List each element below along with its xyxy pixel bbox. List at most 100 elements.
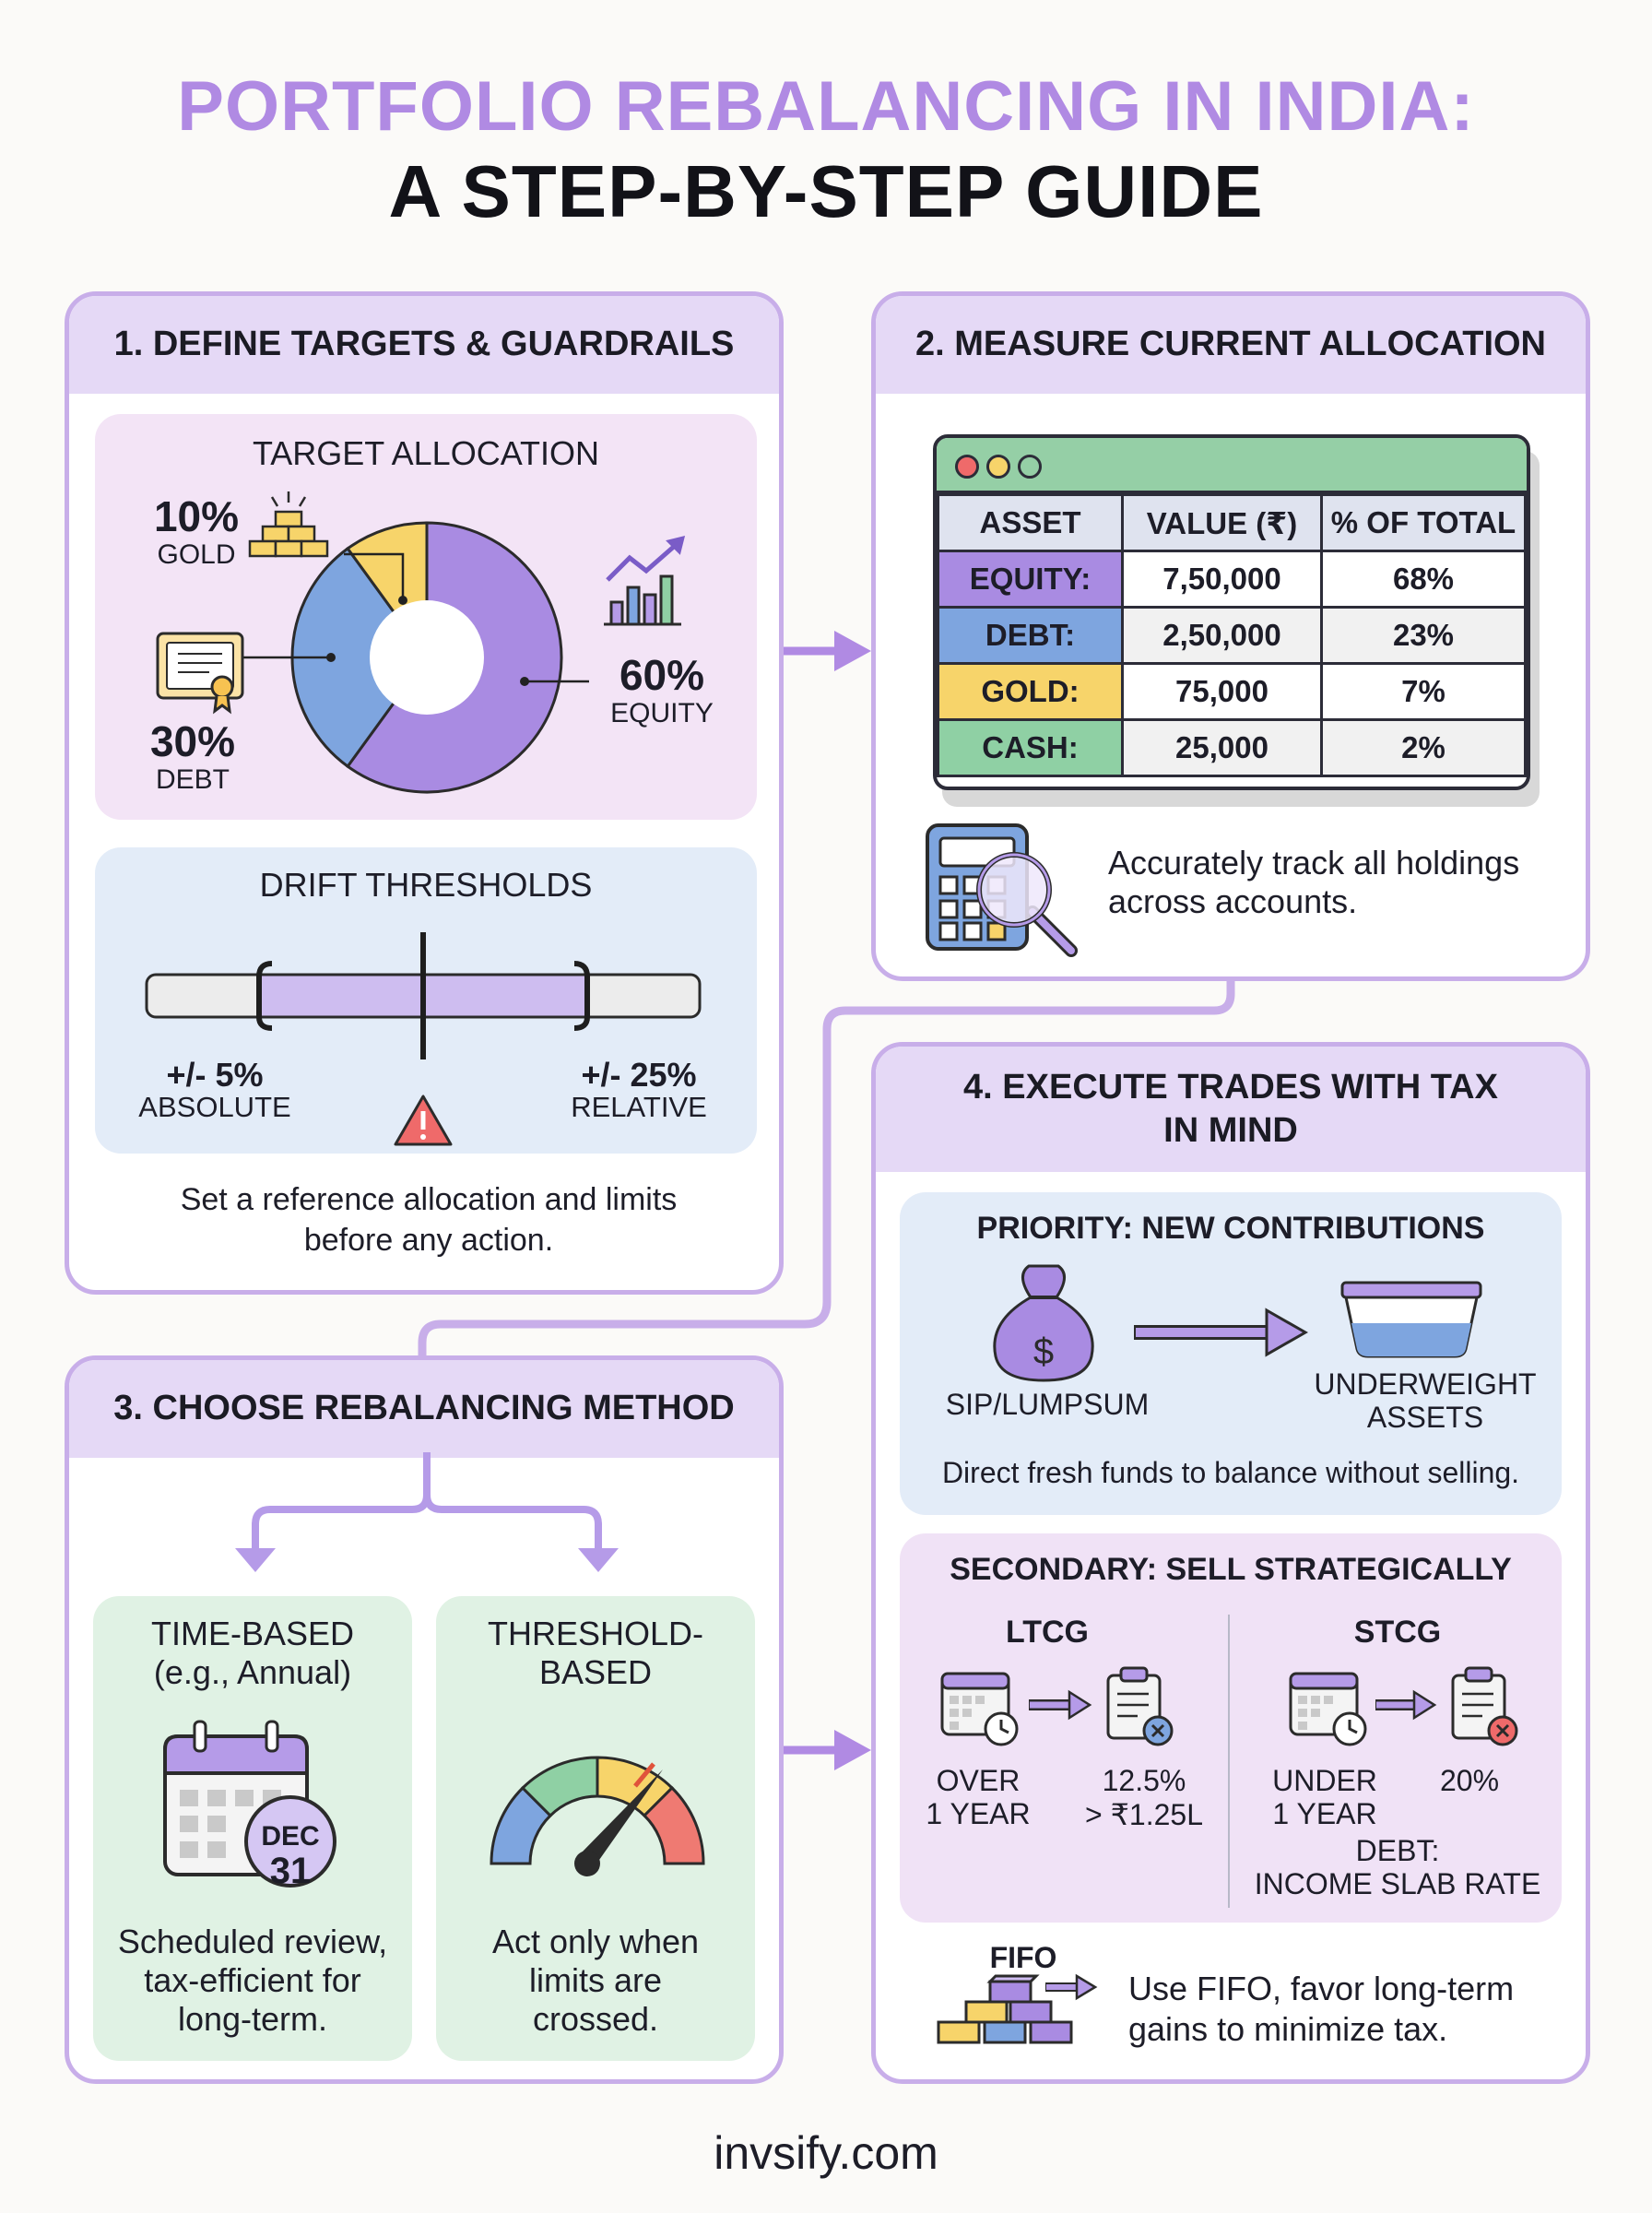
calculator-magnifier-icon [926, 823, 1078, 957]
page-title-line1: PORTFOLIO REBALANCING IN INDIA: [177, 67, 1475, 146]
target-allocation-box: TARGET ALLOCATION [95, 414, 757, 820]
step4-panel: 4. EXECUTE TRADES WITH TAX IN MIND PRIOR… [871, 1042, 1590, 2084]
percent-cell: 23% [1320, 606, 1527, 665]
underweight-basket-icon [1340, 1281, 1482, 1358]
threshold-based-caption-line: Act only when [491, 1923, 700, 1960]
drift-relative-value: +/- 25% [581, 1056, 697, 1094]
value-cell: 75,000 [1121, 662, 1323, 721]
ltcg-period-line2: 1 YEAR [926, 1797, 1031, 1830]
window-maximize-dot [1018, 455, 1042, 479]
flow-arrow [1265, 1308, 1309, 1357]
current-allocation-table: ASSET VALUE (₹) % OF TOTAL EQUITY: 7,50,… [937, 493, 1527, 777]
step1-panel: 1. DEFINE TARGETS & GUARDRAILS TARGET AL… [65, 291, 784, 1295]
stcg-title: STCG [1353, 1615, 1442, 1650]
window-close-dot [955, 455, 979, 479]
drift-thresholds-box: DRIFT THRESHOLDS +/- 5% ABSOLUTE +/- 25%… [95, 847, 757, 1154]
value-cell: 7,50,000 [1121, 550, 1323, 609]
fifo-caption-line1: Use FIFO, favor long-term [1128, 1970, 1515, 2007]
threshold-based-title-line1: THRESHOLD- [487, 1615, 704, 1652]
ltcg-stcg-divider [1228, 1615, 1230, 1908]
speedometer-icon [490, 1756, 705, 1876]
money-bag-icon: $ [993, 1264, 1094, 1382]
fifo-caption-line2: gains to minimize tax. [1128, 2010, 1448, 2048]
stcg-debt-line1: DEBT: [1355, 1834, 1440, 1867]
step1-caption: Set a reference allocation and limits be… [180, 1182, 678, 1258]
ltcg-title: LTCG [1005, 1615, 1089, 1650]
certificate-icon [156, 632, 244, 715]
ltcg-calendar-icon [940, 1672, 1019, 1746]
step2-panel: 2. MEASURE CURRENT ALLOCATION ASSET VALU… [871, 291, 1590, 981]
stcg-arrow [1375, 1689, 1437, 1721]
table-row: GOLD: 75,000 7% [937, 662, 1527, 721]
time-based-caption-line: tax-efficient for [144, 1961, 361, 1999]
footer-brand: invsify.com [714, 2127, 938, 2179]
step3-heading: 3. CHOOSE REBALANCING METHOD [69, 1360, 779, 1458]
threshold-based-caption-line: crossed. [532, 2000, 659, 2038]
stcg-tax-doc-icon [1451, 1666, 1518, 1746]
allocation-donut-chart [156, 491, 686, 794]
ltcg-rate-line2: > ₹1.25L [1084, 1798, 1203, 1831]
warning-icon [394, 1095, 453, 1146]
equity-label: EQUITY [610, 698, 714, 728]
asset-cell-cash: CASH: [937, 718, 1124, 777]
asset-cell-gold: GOLD: [937, 662, 1124, 721]
target-allocation-label: TARGET ALLOCATION [252, 434, 600, 472]
stcg-period-line2: 1 YEAR [1272, 1797, 1377, 1830]
asset-cell-equity: EQUITY: [937, 550, 1124, 609]
ltcg-rate-line1: 12.5% [1102, 1764, 1186, 1797]
priority-box: PRIORITY: NEW CONTRIBUTIONS $ SIP/LUMPSU… [900, 1192, 1562, 1515]
stcg-calendar-icon [1289, 1672, 1367, 1746]
window-titlebar [937, 438, 1527, 493]
threshold-based-title-line2: BASED [538, 1653, 653, 1691]
time-based-caption-line: long-term. [177, 2000, 328, 2038]
debt-label: DEBT [155, 764, 230, 795]
table-header-cell: % OF TOTAL [1320, 493, 1527, 552]
percent-cell: 2% [1320, 718, 1527, 777]
step4-heading: 4. EXECUTE TRADES WITH TAX IN MIND [876, 1047, 1586, 1172]
method-split-arrows [235, 1452, 619, 1572]
priority-label: PRIORITY: NEW CONTRIBUTIONS [976, 1211, 1485, 1246]
table-header-cell: ASSET [937, 493, 1124, 552]
fifo-label: FIFO [989, 1941, 1057, 1974]
table-header-cell: VALUE (₹) [1121, 493, 1323, 552]
asset-cell-debt: DEBT: [937, 606, 1124, 665]
table-row: DEBT: 2,50,000 23% [937, 606, 1527, 665]
ltcg-period-line1: OVER [936, 1764, 1021, 1797]
tax-timeline-icons [940, 1666, 1518, 1746]
value-cell: 25,000 [1121, 718, 1323, 777]
sip-lumpsum-label: SIP/LUMPSUM [945, 1388, 1150, 1421]
ltcg-tax-doc-icon [1106, 1666, 1174, 1746]
time-based-caption: Scheduled review, tax-efficient for long… [93, 1923, 412, 2039]
priority-caption: Direct fresh funds to balance without se… [941, 1456, 1520, 1489]
stcg-rate: 20% [1439, 1764, 1500, 1797]
calendar-icon [163, 1720, 336, 1888]
window-minimize-dot [986, 455, 1010, 479]
underweight-assets-line1: UNDERWEIGHT [1314, 1367, 1537, 1401]
table-row: EQUITY: 7,50,000 68% [937, 550, 1527, 609]
time-based-title-line1: TIME-BASED [150, 1615, 355, 1652]
right-bracket [573, 961, 590, 1031]
calendar-month: DEC [261, 1821, 320, 1852]
gold-label: GOLD [157, 539, 236, 570]
drift-threshold-gauge [145, 932, 702, 1146]
svg-text:$: $ [1033, 1331, 1054, 1372]
gold-percent: 10% [153, 492, 240, 540]
growth-chart-icon [604, 535, 686, 626]
ltcg-arrow [1029, 1689, 1092, 1721]
contribution-flow-graphic: $ [993, 1264, 1482, 1382]
stcg-period-line1: UNDER [1272, 1764, 1377, 1797]
time-based-caption-line: Scheduled review, [117, 1923, 388, 1960]
table-row: CASH: 25,000 2% [937, 718, 1527, 777]
step2-caption: Accurately track all holdings across acc… [1108, 844, 1520, 920]
left-bracket [256, 961, 273, 1031]
value-cell: 2,50,000 [1121, 606, 1323, 665]
time-based-box: TIME-BASED (e.g., Annual) DEC 31 Schedul… [93, 1596, 412, 2061]
donut-hole [370, 600, 484, 715]
equity-percent: 60% [619, 651, 705, 699]
stcg-debt-line2: INCOME SLAB RATE [1254, 1867, 1541, 1900]
drift-thresholds-label: DRIFT THRESHOLDS [259, 866, 593, 904]
gold-leader-line [344, 552, 405, 600]
step4-heading-line2: IN MIND [1163, 1111, 1298, 1150]
fifo-caption: Use FIFO, favor long-term gains to minim… [1128, 1969, 1571, 2050]
